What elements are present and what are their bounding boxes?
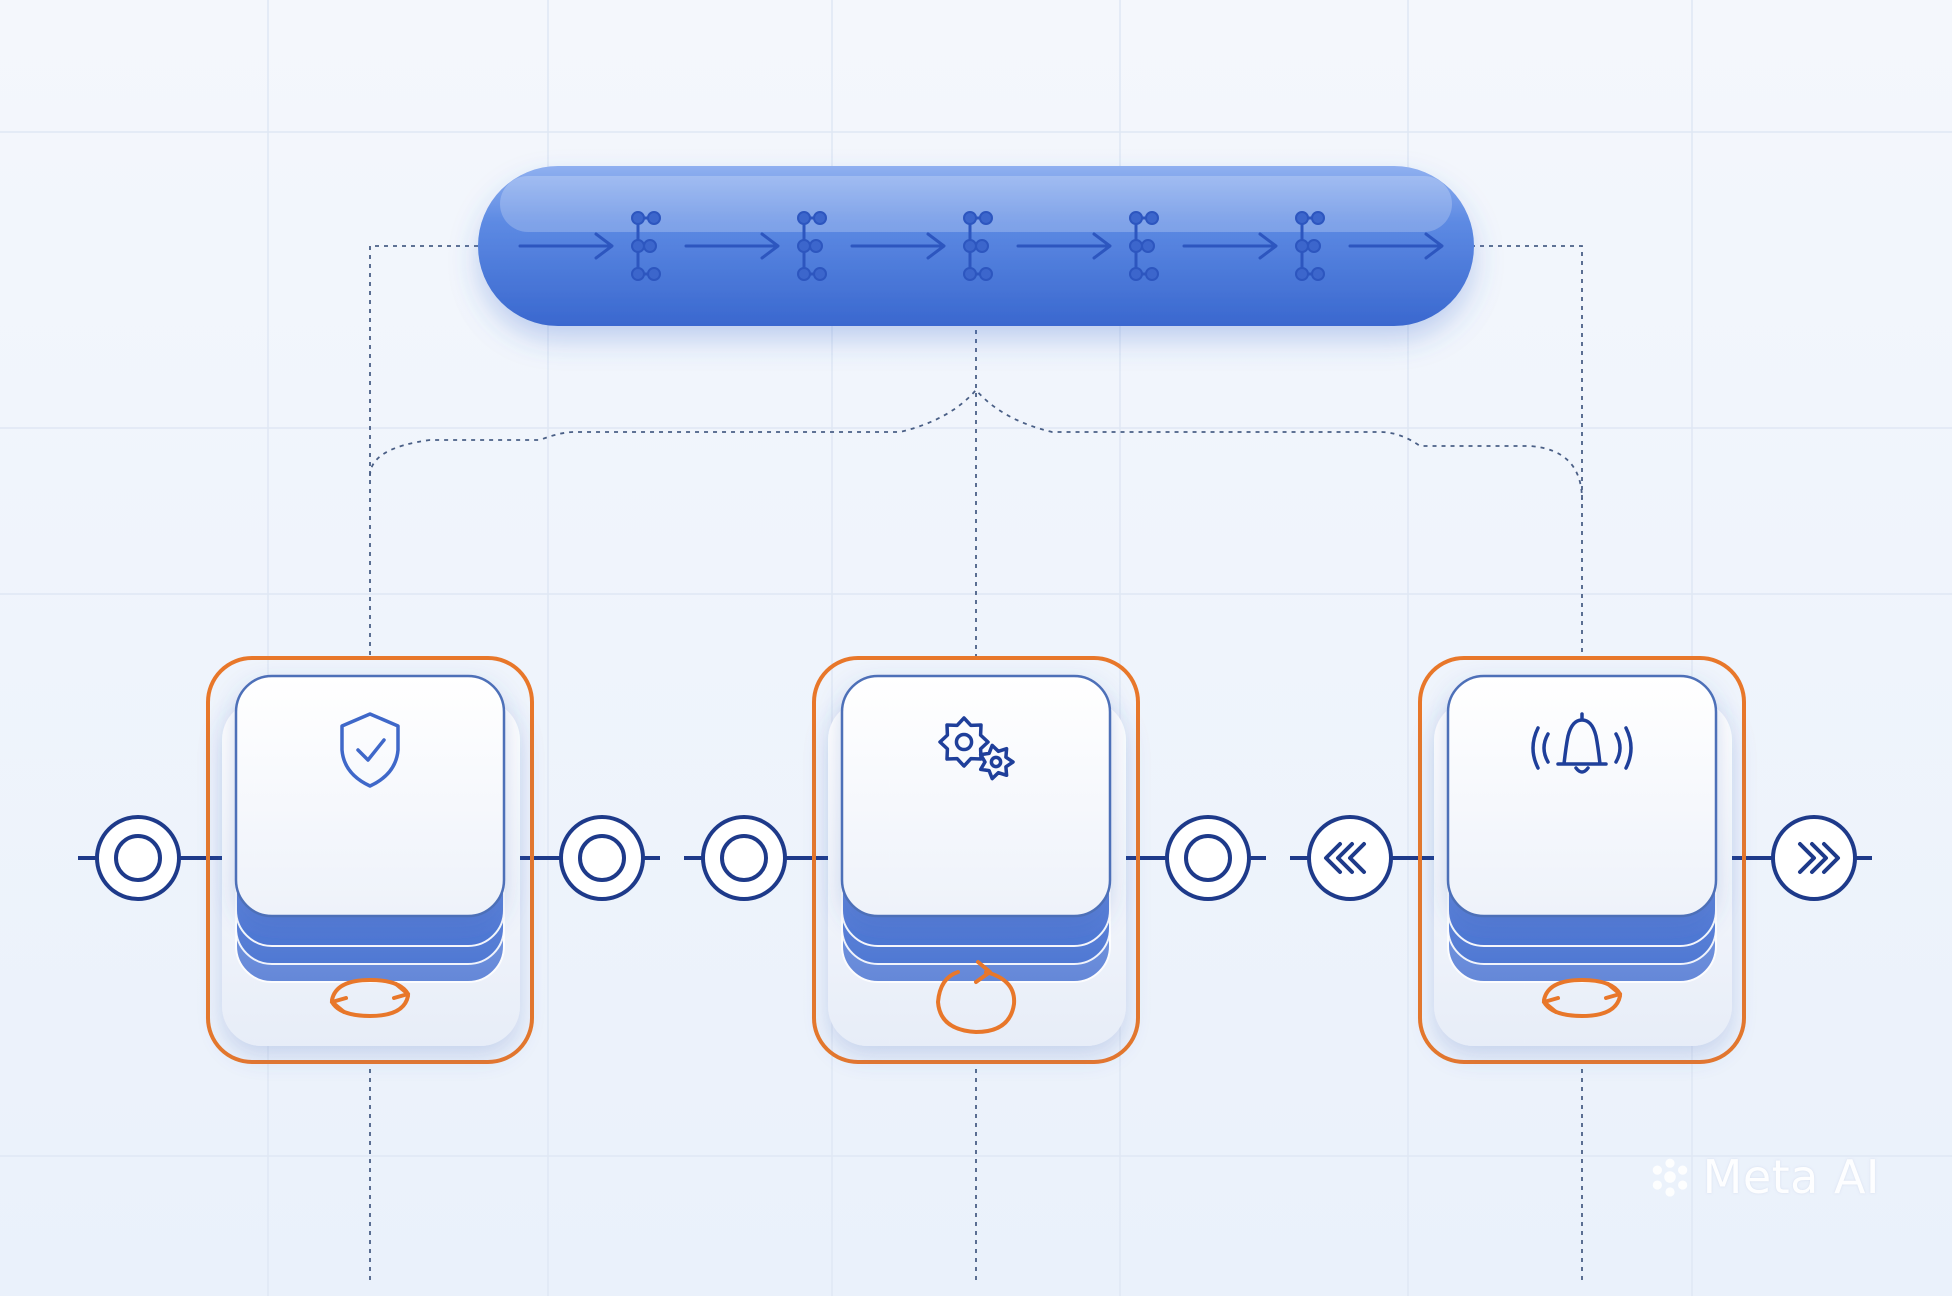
output-ring-node[interactable] — [1165, 815, 1251, 901]
meta-ai-logo-icon — [1652, 1158, 1687, 1197]
output-ring-node[interactable] — [559, 815, 645, 901]
stage-card[interactable] — [684, 656, 1266, 1064]
stage-top-card[interactable] — [1446, 674, 1718, 918]
cycle-arrows-icon[interactable] — [1542, 977, 1622, 1019]
rewind-icon[interactable] — [1307, 815, 1393, 901]
stage-cards — [78, 656, 1872, 1064]
meta-ai-watermark: Meta AI — [1647, 1150, 1880, 1204]
cycle-arrows-icon[interactable] — [330, 977, 410, 1019]
molecule-icon — [797, 211, 827, 281]
stage-card[interactable] — [1290, 656, 1872, 1064]
molecule-icon — [631, 211, 661, 281]
arrow-right-icon — [684, 232, 780, 260]
stage-top-card[interactable] — [234, 674, 506, 918]
stage-frame — [206, 656, 534, 1064]
arrow-right-icon — [1348, 232, 1444, 260]
stage-frame — [812, 656, 1140, 1064]
refresh-icon[interactable] — [935, 960, 1017, 1035]
gears-icon — [938, 716, 1015, 781]
dashed-connectors — [369, 245, 1583, 1285]
molecule-icon — [963, 211, 993, 281]
input-ring-node[interactable] — [95, 815, 181, 901]
pipeline-bar — [478, 166, 1474, 326]
stage-top-card[interactable] — [840, 674, 1112, 918]
input-ring-node[interactable] — [701, 815, 787, 901]
bell-alert-icon — [1531, 712, 1633, 774]
stage-frame — [1418, 656, 1746, 1064]
shield-check-icon — [340, 712, 400, 788]
stage-card[interactable] — [78, 656, 660, 1064]
fast-forward-icon[interactable] — [1771, 815, 1857, 901]
molecule-icon — [1295, 211, 1325, 281]
arrow-right-icon — [518, 232, 614, 260]
arrow-right-icon — [850, 232, 946, 260]
arrow-right-icon — [1016, 232, 1112, 260]
molecule-icon — [1129, 211, 1159, 281]
pipeline-icons — [518, 211, 1444, 281]
watermark-text: Meta AI — [1702, 1150, 1880, 1204]
arrow-right-icon — [1182, 232, 1278, 260]
